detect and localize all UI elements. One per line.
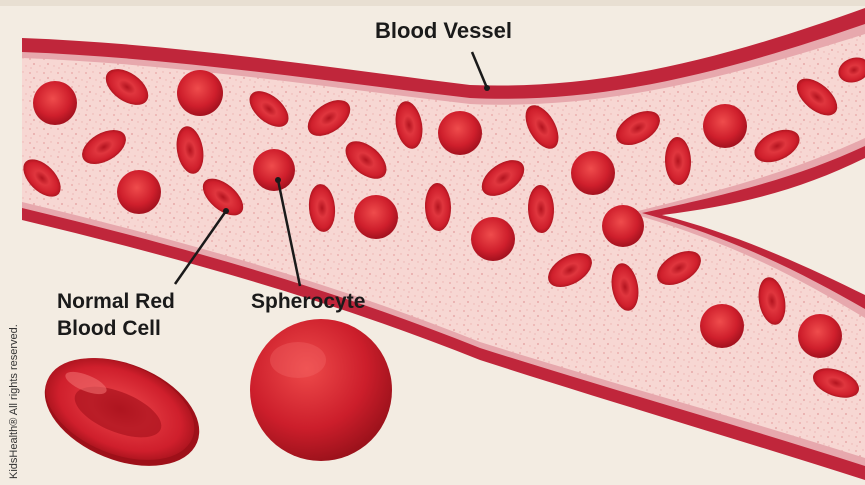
disc-cell [308, 184, 336, 232]
normal-cells [23, 57, 865, 398]
disc-cell [424, 183, 452, 231]
round-cell [700, 304, 744, 348]
top-strip [0, 0, 865, 6]
large-normal-cell [44, 358, 200, 466]
disc-cell [754, 129, 800, 163]
round-cell [438, 111, 482, 155]
round-cell [703, 104, 747, 148]
pointer-lines [173, 51, 489, 287]
disc-cell [307, 100, 351, 136]
blood-vessel-label: Blood Vessel [375, 18, 512, 43]
normal-cell-pointer [173, 210, 228, 285]
disc-cell [105, 69, 149, 105]
disc-cell [176, 126, 204, 174]
disc-cell [548, 252, 592, 288]
round-cell [798, 314, 842, 358]
normal-cell-label: Normal Red Blood Cell [57, 288, 227, 342]
disc-cell [527, 185, 555, 233]
spherocyte-pointer-dot [275, 177, 281, 183]
round-cell [354, 195, 398, 239]
spherocyte-cells [33, 70, 842, 358]
normal-cell-label-line2: Blood Cell [57, 317, 161, 340]
disc-cell [202, 178, 244, 216]
round-cell [177, 70, 223, 116]
round-cell [471, 217, 515, 261]
disc-cell [657, 250, 701, 286]
disc-cell [525, 105, 559, 149]
disc-cell [481, 160, 525, 196]
spherocyte-pointer [276, 179, 302, 287]
copyright-credit: KidsHealth® All rights reserved. [8, 324, 20, 479]
spherocyte-label: Spherocyte [251, 290, 366, 313]
disc-cell [23, 159, 61, 197]
disc-cell [249, 91, 289, 127]
round-cell [253, 149, 295, 191]
disc-cell [758, 277, 786, 325]
vessel-pointer [470, 51, 489, 89]
disc-cell [395, 101, 423, 149]
round-cell [602, 205, 644, 247]
disc-cell [616, 110, 660, 146]
large-spherocyte [250, 319, 392, 461]
vessel-lumen [22, 34, 865, 458]
disc-cell [611, 263, 639, 311]
disc-cell [82, 129, 126, 165]
vessel-pointer-dot [484, 85, 490, 91]
round-cell [571, 151, 615, 195]
round-cell [33, 81, 77, 125]
disc-cell [838, 57, 865, 83]
disc-cell [813, 368, 859, 398]
normal-cell-pointer-dot [223, 208, 229, 214]
disc-cell [345, 141, 387, 179]
disc-cell [664, 137, 692, 185]
round-cell [117, 170, 161, 214]
disc-cell [796, 78, 838, 116]
normal-cell-label-line1: Normal Red [57, 290, 175, 313]
